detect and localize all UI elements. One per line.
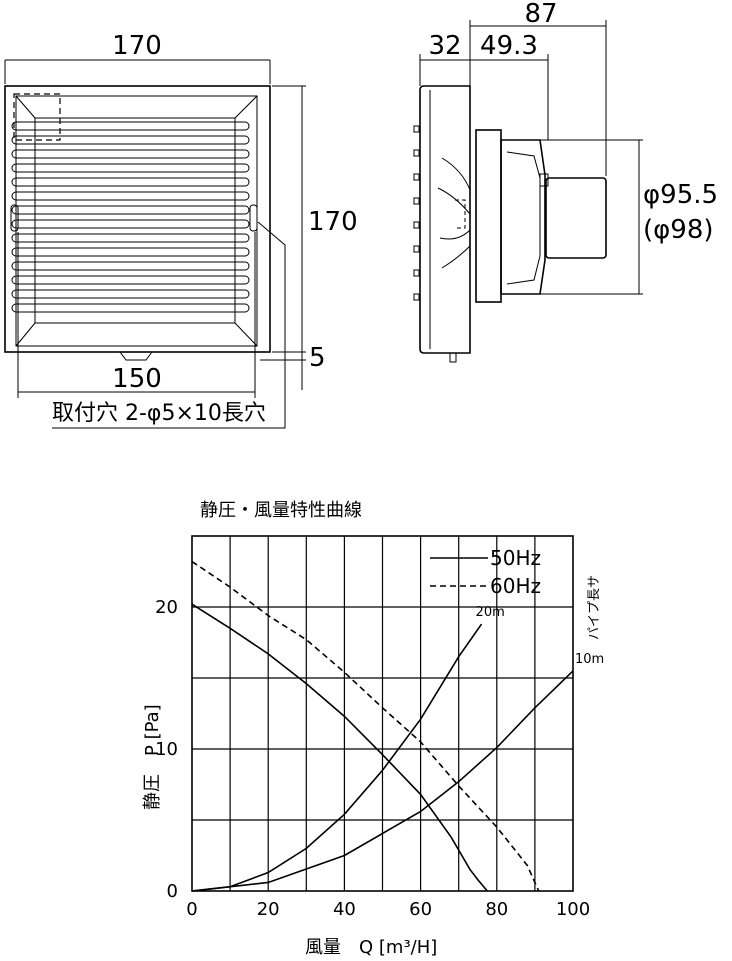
- y-tick-label: 10: [155, 739, 178, 760]
- louver-slats: [11, 121, 250, 313]
- x-tick-label: 0: [186, 899, 197, 920]
- x-tick-label: 100: [556, 899, 590, 920]
- depth-front-label: 32: [428, 31, 461, 61]
- hole-pitch-label: 150: [112, 364, 162, 394]
- x-axis-label: 風量 Q [m³/H]: [305, 937, 437, 958]
- y-axis-label: 静圧 P [Pa]: [142, 704, 163, 810]
- pipe-diameter-label: φ95.5: [643, 180, 718, 210]
- fan-blades: [437, 157, 471, 269]
- depth-total-label: 87: [524, 0, 557, 29]
- side-grille-face: [419, 85, 471, 354]
- grille-teeth: [413, 125, 420, 301]
- side-flange-plate: [475, 129, 502, 303]
- chart-legend: 50Hz 60Hz: [430, 546, 541, 598]
- front-view: 170 170 5 150 取付穴 2-φ5×10長穴: [4, 31, 358, 429]
- y-tick-label: 20: [155, 597, 178, 618]
- chart-title: 静圧・風量特性曲線: [200, 500, 362, 521]
- hidden-box: [13, 93, 61, 141]
- front-outer-frame: [4, 85, 271, 353]
- front-gap-label: 5: [309, 343, 326, 373]
- mounting-note: 取付穴 2-φ5×10長穴: [52, 401, 266, 426]
- pipe-length-label: パイプ長サ: [587, 575, 602, 640]
- resistance-curve-10m: [191, 670, 574, 892]
- motor-housing: [545, 177, 607, 259]
- pipe-adaptor: [500, 139, 546, 295]
- chart-series: [191, 560, 540, 892]
- x-tick-label: 20: [257, 899, 280, 920]
- series-line-60hz: [191, 560, 540, 892]
- resistance-curve-label: 10m: [575, 652, 604, 667]
- front-height-label: 170: [308, 207, 358, 237]
- depth-back-label: 49.3: [480, 31, 538, 61]
- x-tick-label: 80: [485, 899, 508, 920]
- pipe-diameter-alt-label: (φ98): [643, 215, 714, 245]
- y-axis-ticks: 0 10 20: [155, 597, 178, 902]
- performance-chart: 静圧・風量特性曲線 0 20 40 60 80 100 0 10 20 20m 10m 50Hz…: [142, 500, 604, 958]
- resistance-curve-label: 20m: [476, 605, 505, 620]
- y-tick-label: 0: [167, 881, 178, 902]
- chart-grid: [192, 536, 573, 891]
- resistance-curve-20m: [191, 623, 483, 892]
- legend-60hz-label: 60Hz: [490, 574, 541, 598]
- front-width-label: 170: [112, 31, 162, 61]
- front-inner-bevel: [15, 95, 258, 347]
- mounting-slot-left: [10, 204, 19, 232]
- resistance-curves: 20m 10m: [191, 605, 604, 892]
- bottom-tab: [119, 351, 153, 361]
- legend-50hz-label: 50Hz: [490, 546, 541, 570]
- x-axis-ticks: 0 20 40 60 80 100: [186, 899, 590, 920]
- x-tick-label: 40: [333, 899, 356, 920]
- mounting-slot-right: [249, 204, 258, 232]
- x-tick-label: 60: [409, 899, 432, 920]
- chart-plot-border: [191, 535, 574, 892]
- series-line-50hz: [191, 603, 488, 892]
- side-view: 87 32 49.3 φ95.5 (φ98): [413, 0, 718, 363]
